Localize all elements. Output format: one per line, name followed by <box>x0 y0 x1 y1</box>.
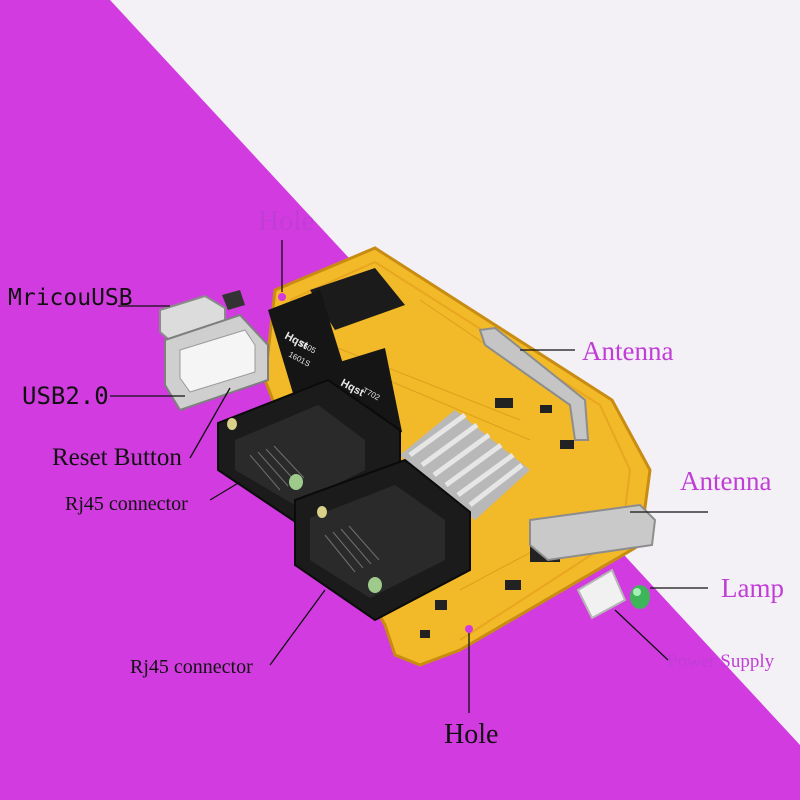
label-hole-top: Hole <box>258 205 314 237</box>
label-lamp: Lamp <box>721 573 784 603</box>
usb-ports <box>159 290 269 412</box>
label-rj45-upper: Rj45 connector <box>65 493 188 515</box>
label-rj45-lower: Rj45 connector <box>130 656 253 678</box>
magnetics-chip-upper <box>268 290 348 400</box>
main-chip <box>310 268 405 330</box>
antenna-bottom-metal <box>529 503 657 562</box>
label-antenna-bottom: Antenna <box>680 466 771 496</box>
rj45-connector-lower <box>294 458 471 622</box>
callout-lines <box>110 240 708 713</box>
led-lamp <box>630 585 650 609</box>
label-micro-usb: MricouUSB <box>8 285 133 311</box>
power-connector <box>576 568 627 620</box>
mounting-hole-top <box>278 293 286 301</box>
label-power-supply: Power Supply <box>667 651 775 672</box>
heatsink <box>400 410 530 520</box>
label-usb2: USB2.0 <box>22 382 109 410</box>
antenna-top-metal <box>478 326 590 441</box>
label-hole-bottom: Hole <box>444 719 498 750</box>
label-reset-button: Reset Button <box>52 444 182 471</box>
label-antenna-top: Antenna <box>582 336 673 366</box>
mounting-hole-bottom <box>465 625 473 633</box>
